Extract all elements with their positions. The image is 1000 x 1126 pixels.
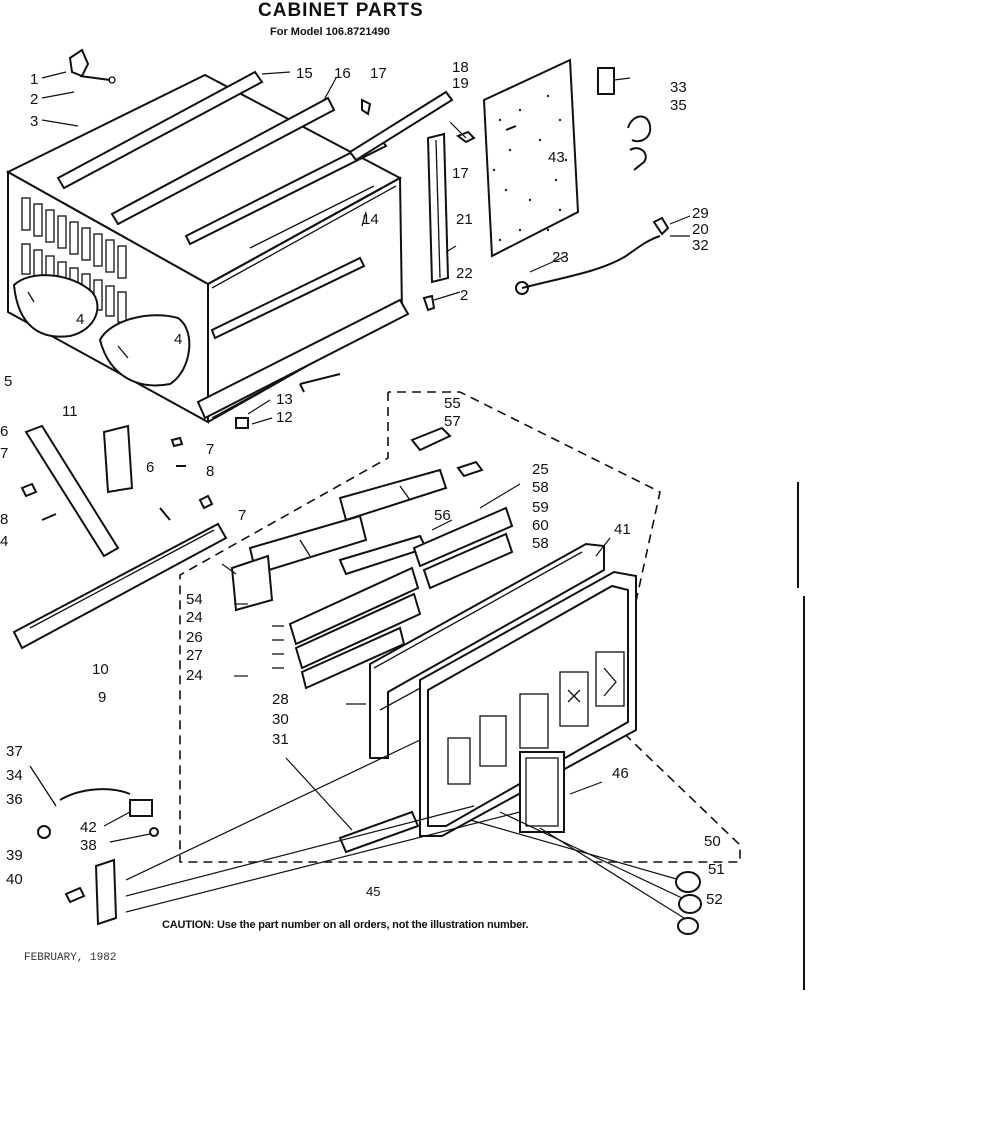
callout-26: 26 [186,629,203,646]
callout-8-b: 8 [206,463,214,480]
callout-4-b: 4 [174,331,182,348]
callout-54: 54 [186,591,203,608]
callout-3: 3 [30,113,38,130]
control-switches [230,468,448,612]
callout-30: 30 [272,711,289,728]
callout-9: 9 [98,689,106,706]
cabinet-shell [5,70,410,424]
side-brackets [12,424,228,650]
callout-55: 55 [444,395,461,412]
callout-7-c: 7 [238,507,246,524]
scan-edge-line [797,482,799,588]
callout-31: 31 [272,731,289,748]
callout-17-b: 17 [452,165,469,182]
callout-38: 38 [80,837,97,854]
callout-59: 59 [532,499,549,516]
ground-wire [515,216,670,295]
callout-1: 1 [30,71,38,88]
callout-35: 35 [670,97,687,114]
front-panel [419,570,637,837]
callout-24-a: 24 [186,609,203,626]
subassembly-boundary [179,391,741,863]
callout-16: 16 [334,65,351,82]
callout-21: 21 [456,211,473,228]
callout-25: 25 [532,461,549,478]
callout-24-b: 24 [186,667,203,684]
callout-39: 39 [6,847,23,864]
callout-2-b: 2 [460,287,468,304]
clip-part [627,115,652,143]
vertical-channel [426,132,450,284]
callout-28: 28 [272,691,289,708]
page-title: CABINET PARTS [258,0,424,21]
rod-part [338,810,420,854]
callout-13: 13 [276,391,293,408]
callout-14: 14 [362,211,379,228]
callout-8-a: 8 [0,511,8,528]
caution-note: CAUTION: Use the part number on all orde… [162,919,529,931]
callout-17: 17 [370,65,387,82]
control-knobs [675,871,702,935]
callout-51: 51 [708,861,725,878]
callout-labels: 1 2 3 15 16 17 18 19 33 35 43 14 17 21 2… [0,59,725,908]
callout-23: 23 [552,249,569,266]
callout-11: 11 [62,403,78,420]
callout-5: 5 [4,373,12,390]
callout-7-a: 7 [0,445,8,462]
mounting-hardware [29,765,159,926]
callout-46: 46 [612,765,629,782]
callout-52: 52 [706,891,723,908]
callout-56: 56 [434,507,451,524]
callout-2: 2 [30,91,38,108]
callout-10: 10 [92,661,109,678]
hinge-part [410,426,452,452]
air-filter [519,751,565,833]
callout-29: 29 [692,205,709,222]
callout-15: 15 [296,65,313,82]
callout-4-a: 4 [76,311,84,328]
model-number: For Model 106.8721490 [270,26,390,38]
callout-36: 36 [6,791,23,808]
callout-58-b: 58 [532,535,549,552]
callout-12: 12 [276,409,293,426]
callout-37: 37 [6,743,23,760]
callout-34: 34 [6,767,23,784]
callout-43: 43 [548,149,565,166]
callout-18: 18 [452,59,469,76]
callout-50: 50 [704,833,721,850]
insulation-panel [482,58,580,258]
callout-60: 60 [532,517,549,534]
callout-27: 27 [186,647,203,664]
callout-32: 32 [692,237,709,254]
callout-22: 22 [456,265,473,282]
scan-edge-line [803,596,805,990]
clip-part [597,67,615,95]
callout-58-a: 58 [532,479,549,496]
callout-40: 40 [6,871,23,888]
callout-42: 42 [80,819,97,836]
louver-vanes [272,506,514,690]
callout-45: 45 [366,884,380,899]
callout-4-c: 4 [0,533,8,550]
date-stamp: FEBRUARY, 1982 [24,952,117,964]
callout-6-a: 6 [0,423,8,440]
callout-20: 20 [692,221,709,238]
hinge-bracket-parts [68,48,116,84]
callout-19: 19 [452,75,469,92]
callout-7-b: 7 [206,441,214,458]
callout-57: 57 [444,413,461,430]
callout-6-c: 6 [146,459,154,476]
callout-41: 41 [614,521,631,538]
callout-33: 33 [670,79,687,96]
